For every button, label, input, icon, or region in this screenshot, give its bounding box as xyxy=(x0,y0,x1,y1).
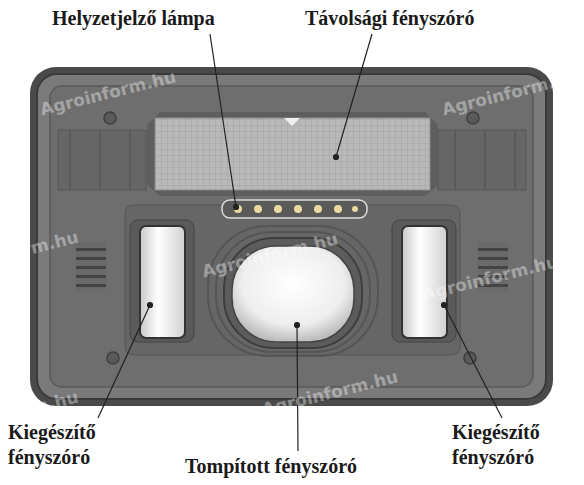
part-label: Kiegészítő fényszóró xyxy=(452,420,580,470)
part-label: Tompított fényszóró xyxy=(185,454,357,479)
part-label: Kiegészítő fényszóró xyxy=(8,420,133,470)
part-label: Helyzetjelző lámpa xyxy=(52,6,215,31)
part-label: Távolsági fényszóró xyxy=(305,6,474,31)
